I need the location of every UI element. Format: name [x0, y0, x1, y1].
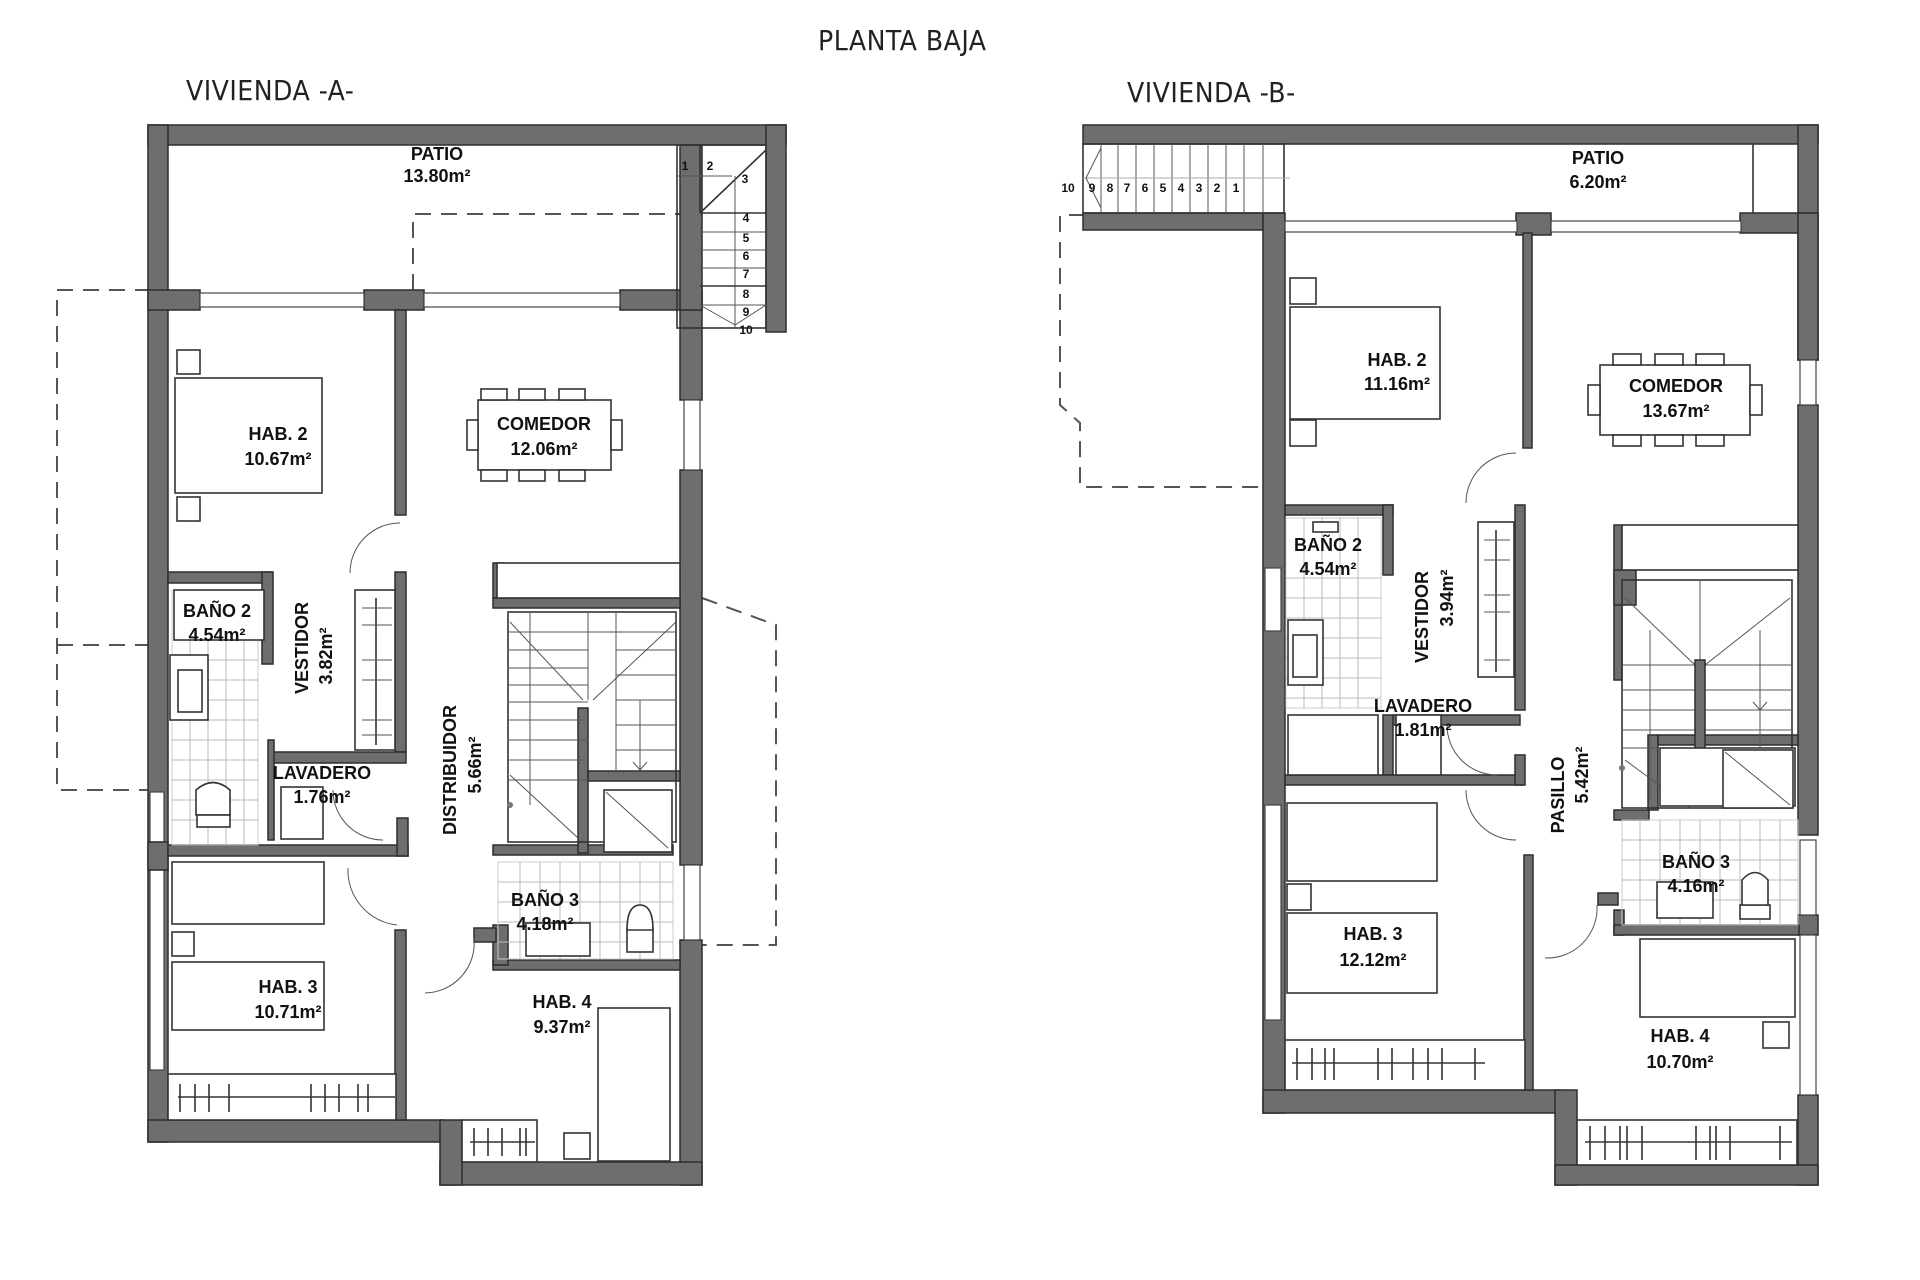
unit-b-plan: 10 9 8 7 6 5 4 3 2 1 — [1059, 124, 1819, 1186]
svg-text:10: 10 — [1061, 181, 1075, 195]
unit-a-title: VIVIENDA -A- — [186, 74, 355, 107]
svg-text:4: 4 — [743, 211, 750, 225]
room-label-bano2-b: BAÑO 2 — [1294, 534, 1362, 555]
unit-b-patio-stair: 10 9 8 7 6 5 4 3 2 1 — [1061, 143, 1290, 214]
room-label-hab4-b: HAB. 4 — [1650, 1026, 1709, 1046]
svg-text:5: 5 — [1160, 181, 1167, 195]
room-label-vestidor-b: VESTIDOR — [1412, 571, 1432, 663]
svg-text:5: 5 — [743, 231, 750, 245]
unit-a-patio-stair: 1 2 3 4 5 6 7 8 9 10 — [676, 144, 767, 337]
room-label-bano2-a: BAÑO 2 — [183, 600, 251, 621]
svg-text:3.94m²: 3.94m² — [1437, 569, 1457, 626]
svg-text:1.76m²: 1.76m² — [293, 787, 350, 807]
unit-a-interior-stair — [507, 611, 677, 843]
svg-text:7: 7 — [743, 267, 750, 281]
svg-text:9.37m²: 9.37m² — [533, 1017, 590, 1037]
unit-a-plan: 1 2 3 4 5 6 7 8 9 10 — [56, 124, 787, 1186]
svg-text:10.67m²: 10.67m² — [244, 449, 311, 469]
svg-text:12.12m²: 12.12m² — [1339, 950, 1406, 970]
room-label-distribuidor-a: DISTRIBUIDOR — [440, 705, 460, 835]
unit-a-left-dashed-outline — [56, 289, 151, 791]
svg-text:10.71m²: 10.71m² — [254, 1002, 321, 1022]
svg-text:7: 7 — [1124, 181, 1131, 195]
room-label-comedor-b: COMEDOR — [1629, 376, 1723, 396]
svg-text:4.54m²: 4.54m² — [1299, 559, 1356, 579]
svg-text:4.18m²: 4.18m² — [516, 914, 573, 934]
room-label-hab4-a: HAB. 4 — [532, 992, 591, 1012]
svg-text:10: 10 — [739, 323, 753, 337]
svg-text:6: 6 — [743, 249, 750, 263]
room-label-hab3-a: HAB. 3 — [258, 977, 317, 997]
room-label-vestidor-a: VESTIDOR — [292, 602, 312, 694]
svg-text:8: 8 — [1107, 181, 1114, 195]
svg-text:10.70m²: 10.70m² — [1646, 1052, 1713, 1072]
svg-text:9: 9 — [743, 305, 750, 319]
svg-text:2: 2 — [707, 159, 714, 173]
svg-text:12.06m²: 12.06m² — [510, 439, 577, 459]
unit-b-title: VIVIENDA -B- — [1127, 76, 1296, 109]
svg-text:6.20m²: 6.20m² — [1569, 172, 1626, 192]
svg-text:9: 9 — [1089, 181, 1096, 195]
room-label-hab2-b: HAB. 2 — [1367, 350, 1426, 370]
svg-text:13.80m²: 13.80m² — [403, 166, 470, 186]
room-label-patio-a: PATIO — [411, 144, 463, 164]
unit-a-patio-dashed — [412, 213, 680, 290]
svg-text:11.16m²: 11.16m² — [1364, 374, 1430, 394]
page-title: PLANTA BAJA — [818, 24, 987, 57]
svg-text:2: 2 — [1214, 181, 1221, 195]
room-label-lavadero-b: LAVADERO — [1374, 696, 1472, 716]
unit-a-right-dashed — [701, 597, 777, 946]
svg-text:1: 1 — [1233, 181, 1240, 195]
unit-b-left-dashed — [1059, 214, 1262, 488]
svg-text:3: 3 — [742, 172, 749, 186]
svg-text:8: 8 — [743, 287, 750, 301]
room-label-bano3-b: BAÑO 3 — [1662, 851, 1730, 872]
svg-text:3: 3 — [1196, 181, 1203, 195]
svg-text:5.42m²: 5.42m² — [1572, 746, 1592, 803]
room-label-hab3-b: HAB. 3 — [1343, 924, 1402, 944]
room-label-bano3-a: BAÑO 3 — [511, 889, 579, 910]
svg-text:1.81m²: 1.81m² — [1394, 720, 1451, 740]
svg-text:1: 1 — [682, 159, 689, 173]
room-label-patio-b: PATIO — [1572, 148, 1624, 168]
svg-text:6: 6 — [1142, 181, 1149, 195]
room-label-pasillo-b: PASILLO — [1548, 757, 1568, 834]
svg-text:4.54m²: 4.54m² — [188, 625, 245, 645]
svg-text:4: 4 — [1178, 181, 1185, 195]
svg-text:3.82m²: 3.82m² — [316, 627, 336, 684]
svg-text:4.16m²: 4.16m² — [1667, 876, 1724, 896]
svg-text:13.67m²: 13.67m² — [1642, 401, 1709, 421]
svg-text:5.66m²: 5.66m² — [465, 736, 485, 793]
room-label-lavadero-a: LAVADERO — [273, 763, 371, 783]
room-label-hab2-a: HAB. 2 — [248, 424, 307, 444]
room-label-comedor-a: COMEDOR — [497, 414, 591, 434]
